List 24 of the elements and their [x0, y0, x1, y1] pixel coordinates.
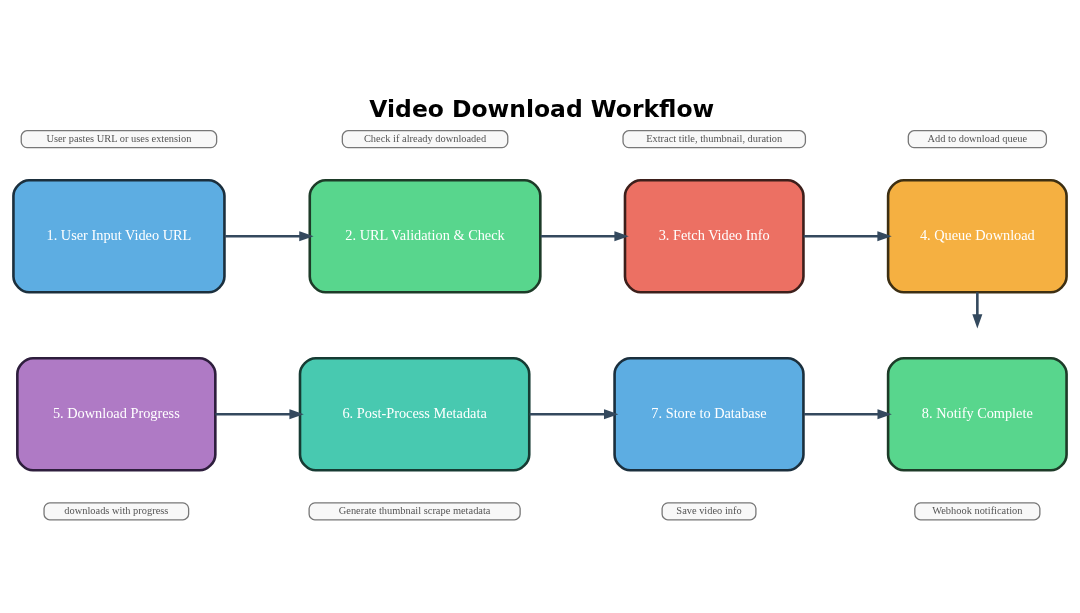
node-box: 5. Download Progress [16, 356, 217, 472]
arrow [803, 408, 892, 419]
arrow [803, 230, 892, 241]
arrow [224, 230, 314, 241]
arrow [540, 230, 629, 241]
arrow [215, 408, 304, 419]
node-label: Webhook notification [932, 504, 1023, 516]
node-label: Check if already downloaded [363, 132, 487, 144]
node-label: Generate thumbnail scrape metadata [338, 504, 491, 516]
node-label: downloads with progress [64, 504, 169, 516]
node-box: 4. Queue Download [886, 178, 1068, 293]
node-box: 6. Post-Process Metadata [298, 356, 531, 472]
node-label: User pastes URL or uses extension [46, 132, 192, 144]
arrow [529, 408, 619, 419]
node-label: Add to download queue [927, 132, 1028, 144]
node-box: 1. User Input Video URL [12, 178, 226, 293]
node-box: 2. URL Validation & Check [308, 178, 542, 293]
arrow [972, 291, 983, 329]
diagram-title: Video Download Workflow [369, 94, 715, 123]
node-label: Extract title, thumbnail, duration [646, 132, 783, 144]
node-label: Save video info [676, 504, 742, 516]
node-box: 3. Fetch Video Info [623, 178, 805, 293]
node-box: 7. Store to Database [613, 356, 805, 472]
node-box: 8. Notify Complete [886, 356, 1068, 472]
